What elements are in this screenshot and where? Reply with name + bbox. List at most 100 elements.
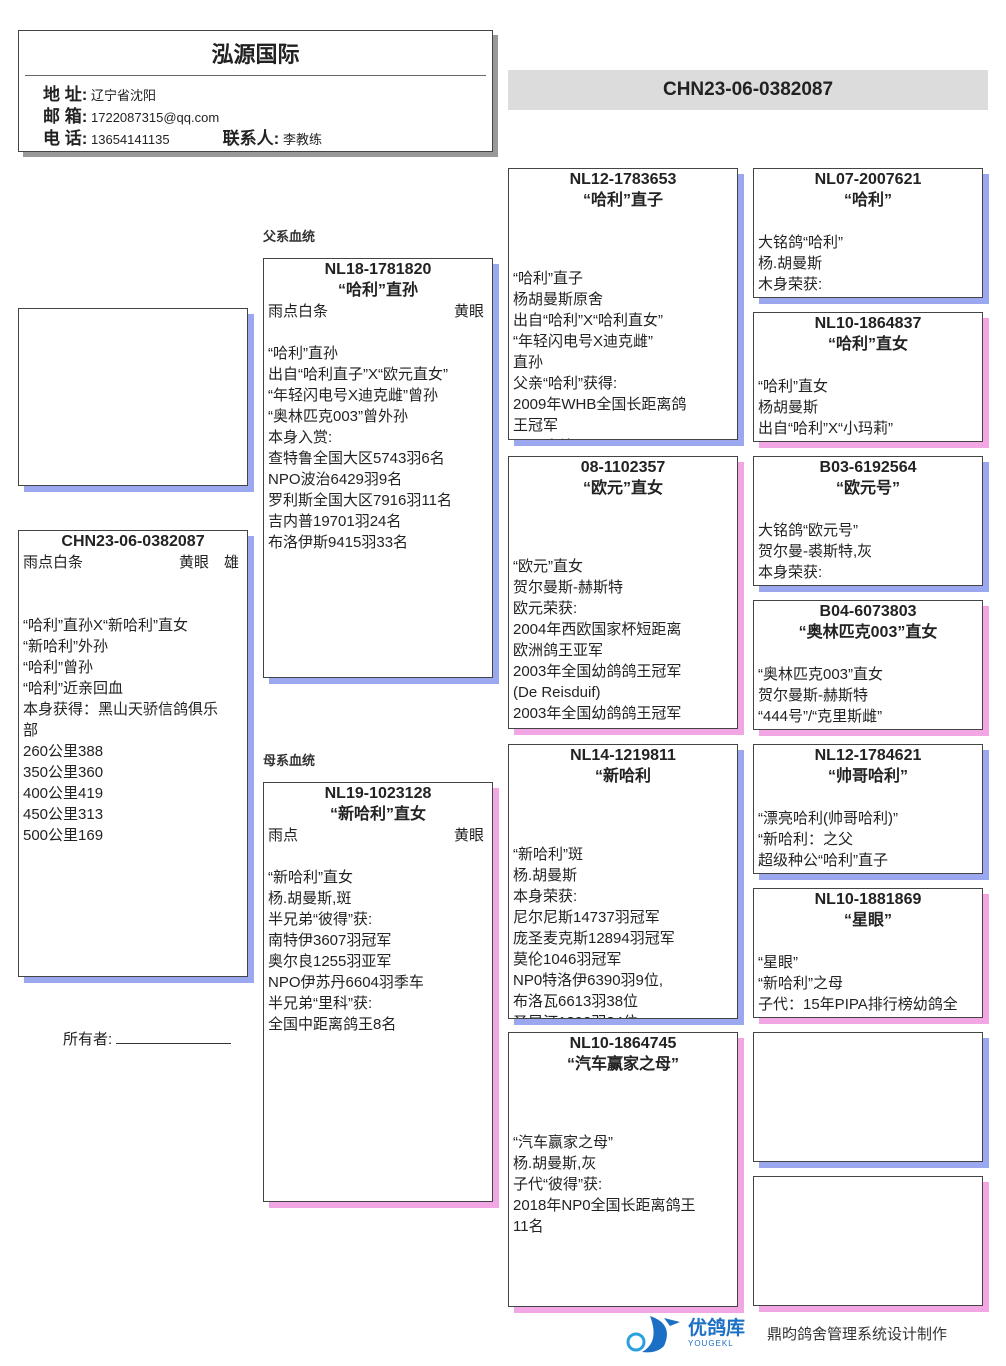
info-line: “哈利”直女 (758, 378, 828, 395)
info-line: 260公里388 (23, 743, 104, 760)
info-line: 本身荣获: (758, 564, 823, 581)
phone-value: 13654141135 (91, 132, 170, 147)
info-line: 奥尔良1255羽亚军 (268, 953, 392, 970)
info-line: 2004年西欧国家杯短距离 (513, 620, 682, 638)
pedigree-bird-box: NL12-1784621“帅哥哈利”“漂亮哈利(帅哥哈利)”“新哈利：之父超级种… (753, 744, 983, 874)
pedigree-bird-box: NL12-1783653“哈利”直子“哈利”直子杨胡曼斯原舍出自“哈利”X“哈利… (508, 168, 738, 440)
loft-header-card: 泓源国际 地 址: 辽宁省沈阳 邮 箱: 1722087315@qq.com 电… (18, 30, 493, 152)
info-line: 出自“哈利直子”X“欧元直女” (268, 366, 448, 383)
info-line: “新哈利”直女 (268, 869, 353, 886)
ring-number: CHN23-06-0382087 (61, 533, 205, 550)
info-line: 子代“彼得”获: (513, 1175, 603, 1193)
yougeku-logo-icon (626, 1316, 680, 1353)
pedigree-bird-box: NL10-1864837“哈利”直女“哈利”直女杨胡曼斯出自“哈利”X“小玛莉” (753, 312, 983, 442)
info-line: 杨.胡曼斯,斑 (268, 890, 352, 907)
ring-number: NL10-1864745 (569, 1035, 677, 1052)
owner-label: 所有者: (63, 1031, 113, 1048)
info-line: 庞圣麦克斯12894羽冠军 (513, 929, 675, 947)
info-line: “年轻闪电号X迪克雌” (513, 332, 653, 350)
bird-name: “欧元号” (835, 480, 900, 497)
info-line: “漂亮哈利(帅哥哈利)” (758, 810, 898, 827)
info-line: 吉内普19701羽24名 (268, 513, 402, 530)
eye-sex: 黄眼 (453, 827, 484, 844)
info-line: 贺尔曼-裘斯特,灰 (758, 543, 873, 560)
info-line: “哈利”曾孙 (23, 659, 93, 676)
info-line: 尼尔尼斯14737羽冠军 (513, 908, 660, 926)
info-line: “年轻闪电号X迪克雌”曾孙 (268, 387, 438, 404)
info-line: 大铭鸽“欧元号” (758, 522, 858, 539)
info-line: 王冠军 (513, 416, 559, 434)
bird-name: “帅哥哈利” (827, 768, 908, 785)
info-line: 罗利斯全国大区7916羽11名 (268, 492, 452, 509)
owner-field[interactable]: 所有者: (63, 1028, 232, 1049)
info-line: 半兄弟“里科”获: (268, 995, 373, 1012)
email-value: 1722087315@qq.com (91, 110, 220, 125)
info-line: “哈利”直孙X“新哈利”直女 (23, 617, 188, 634)
info-line: 本身获得：黑山天骄信鸽俱乐 (23, 701, 219, 718)
contact-label: 联系人: (222, 129, 280, 148)
info-line: 父亲“哈利”获得: (513, 374, 618, 392)
ring-number: 08-1102357 (580, 459, 666, 476)
info-line: 出自“哈利”X“小玛莉” (758, 420, 893, 437)
ring-number: NL19-1023128 (324, 785, 432, 802)
pedigree-bird-box: B04-6073803“奥林匹克003”直女“奥林匹克003”直女贺尔曼斯-赫斯… (753, 600, 983, 730)
bird-name: “哈利”直孙 (337, 282, 418, 299)
address-value: 辽宁省沈阳 (91, 88, 157, 103)
info-line: 欧洲鸽王亚军 (513, 641, 604, 659)
pedigree-bird-box: NL19-1023128“新哈利”直女雨点黄眼“新哈利”直女杨.胡曼斯,斑半兄弟… (263, 782, 493, 1202)
bird-name: “哈利”直女 (827, 336, 908, 353)
info-line: 杨.胡曼斯,灰 (513, 1154, 597, 1172)
bird-name: “星眼” (843, 912, 892, 929)
phone-label: 电 话: (43, 129, 88, 148)
info-line: 11名 (513, 1217, 544, 1235)
info-line: “哈利”近亲回血 (23, 680, 123, 697)
info-line: “汽车赢家之母” (513, 1133, 613, 1151)
ring-number: NL12-1783653 (569, 171, 677, 188)
pedigree-bird-box: NL07-2007621“哈利”大铭鸽“哈利”杨.胡曼斯木身荣获: (753, 168, 983, 298)
info-line: 贺尔曼斯-赫斯特 (758, 687, 868, 704)
bird-name: “新哈利”直女 (329, 806, 426, 823)
dam-line-label: 母系血统 (263, 753, 316, 768)
info-line: 欧元荣获: (513, 599, 578, 617)
logo-subtext: YOUGEKL (688, 1338, 734, 1348)
info-line: 2018年NP0全国长距离鸽王 (513, 1196, 696, 1214)
info-line: 南特伊3607羽冠军 (268, 932, 392, 949)
pedigree-bird-box: NL18-1781820“哈利”直孙雨点白条黄眼“哈利”直孙出自“哈利直子”X“… (263, 258, 493, 678)
ring-number: NL10-1864837 (814, 315, 922, 332)
info-line: “星眼” (758, 954, 798, 971)
sire-line-label: 父系血统 (263, 229, 316, 244)
info-line: 大铭鸽“哈利” (758, 234, 843, 251)
info-line: NP0特洛伊6390羽9位, (513, 971, 664, 989)
bird-attributes: 雨点白条黄眼 雄 (19, 552, 247, 573)
info-line: “奥林匹克003”曾外孙 (268, 408, 409, 425)
info-line: 500公里169 (23, 827, 104, 844)
bird-name: “哈利” (843, 192, 892, 209)
bird-name: “汽车赢家之母” (566, 1056, 679, 1073)
info-line: NPO伊苏丹6604羽季车 (268, 974, 424, 991)
info-line: (Ave Regina) (509, 724, 737, 728)
info-line: 杨.胡曼斯 (513, 866, 578, 884)
info-line: 半兄弟“彼得”获: (268, 911, 373, 928)
info-line: 部 (23, 722, 39, 739)
info-line: “新哈利”之母 (758, 975, 843, 992)
pedigree-bird-box: NL14-1219811“新哈利“新哈利”斑杨.胡曼斯本身荣获:尼尔尼斯1473… (508, 744, 738, 1019)
info-line: “哈利”直子 (513, 269, 583, 287)
info-line: NPO波治6429羽9名 (268, 471, 403, 488)
plumage-color: 雨点白条 (23, 554, 84, 571)
info-line: 2009年WHB全国长距离鸽 (513, 395, 687, 413)
info-line: 杨胡曼斯原舍 (513, 290, 604, 308)
empty-pedigree-box (753, 1032, 983, 1162)
info-line: 布洛伊斯9415羽33名 (268, 534, 409, 551)
info-line: 450公里313 (23, 806, 104, 823)
bird-attributes: 雨点白条黄眼 (264, 301, 492, 322)
info-line: 直孙 (513, 353, 544, 371)
info-line: 本身入赏: (268, 429, 333, 446)
info-line: 350公里360 (23, 764, 104, 781)
info-line: “奥林匹克003”直女 (758, 666, 884, 683)
info-line: 子代：15年PIPA排行榜幼鸽全 (758, 996, 958, 1013)
logo-text: 优鸽库 (688, 1317, 746, 1339)
bird-name: “欧元”直女 (582, 480, 663, 497)
eye-sex: 黄眼 (453, 303, 484, 320)
